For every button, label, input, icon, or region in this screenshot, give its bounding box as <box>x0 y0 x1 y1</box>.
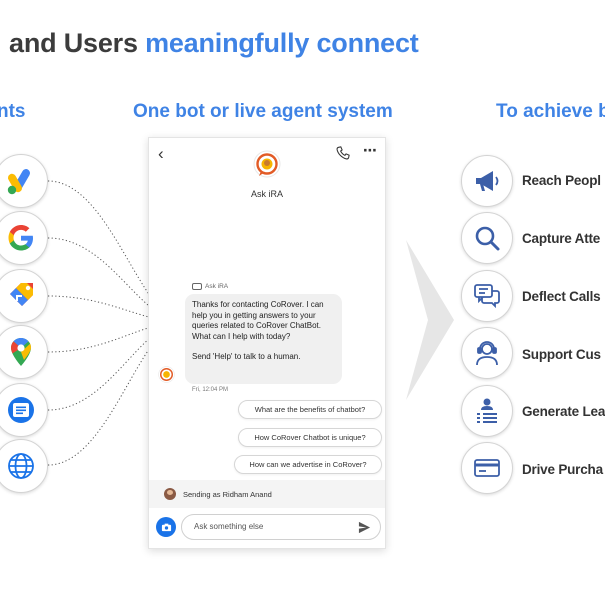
goal-label: Reach Peopl <box>522 173 601 188</box>
headline: and Users meaningfully connect <box>9 28 419 59</box>
sender-tag-label: Ask iRA <box>205 283 229 290</box>
suggestion-chip[interactable]: How CoRover Chatbot is unique? <box>238 428 382 447</box>
robot-icon <box>192 283 202 290</box>
chat-bubbles-icon <box>461 270 513 322</box>
bot-message-text: Thanks for contacting CoRover. I can hel… <box>192 300 324 341</box>
bot-message-help-text: Send 'Help' to talk to a human. <box>192 352 301 361</box>
credit-card-icon <box>461 442 513 494</box>
back-arrow-icon[interactable]: ‹ <box>158 144 164 163</box>
send-icon[interactable] <box>358 521 371 534</box>
suggestion-chip[interactable]: How can we advertise in CoRover? <box>234 455 382 474</box>
sender-tag: Ask iRA <box>192 283 228 290</box>
bot-avatar-icon <box>158 366 175 383</box>
message-timestamp: Fri, 12:04 PM <box>192 387 229 393</box>
sending-as-bar: Sending as Ridham Anand <box>149 480 385 508</box>
bot-message-bubble: Thanks for contacting CoRover. I can hel… <box>185 294 342 384</box>
goal-label: Generate Lea <box>522 404 605 419</box>
sending-as-label: Sending as Ridham Anand <box>183 489 272 499</box>
google-ads-icon <box>0 154 48 208</box>
phone-call-icon[interactable] <box>336 146 350 160</box>
business-messages-icon <box>0 383 48 437</box>
lead-list-icon <box>461 385 513 437</box>
bot-name: Ask iRA <box>250 189 283 199</box>
camera-button[interactable] <box>156 517 176 537</box>
message-input[interactable]: Ask something else <box>181 514 381 540</box>
user-avatar <box>164 488 176 500</box>
chevron-right-arrow <box>406 240 454 400</box>
headline-part-1: and Users <box>9 28 146 58</box>
column-title-middle: One bot or live agent system <box>133 101 393 122</box>
column-title-left: nts <box>0 101 26 122</box>
goal-label: Drive Purcha <box>522 462 603 477</box>
headline-part-2: meaningfully connect <box>145 28 419 58</box>
column-title-right: To achieve b <box>496 101 605 122</box>
goal-label: Capture Atte <box>522 231 601 246</box>
chat-phone-mockup: ‹ ⋯ Ask iRA Ask iRA Thanks for contactin… <box>148 137 386 549</box>
suggestion-chip[interactable]: What are the benefits of chatbot? <box>238 400 382 419</box>
google-shopping-icon <box>0 269 48 323</box>
headset-agent-icon <box>461 327 513 379</box>
megaphone-icon <box>461 155 513 207</box>
google-maps-icon <box>0 325 48 379</box>
corover-logo-icon <box>253 150 281 178</box>
message-input-placeholder: Ask something else <box>194 522 264 531</box>
goal-label: Deflect Calls <box>522 289 601 304</box>
goal-label: Support Cus <box>522 347 601 362</box>
camera-icon <box>161 523 171 531</box>
web-globe-icon <box>0 439 48 493</box>
more-options-icon[interactable]: ⋯ <box>363 142 378 158</box>
search-icon <box>461 212 513 264</box>
google-icon <box>0 211 48 265</box>
